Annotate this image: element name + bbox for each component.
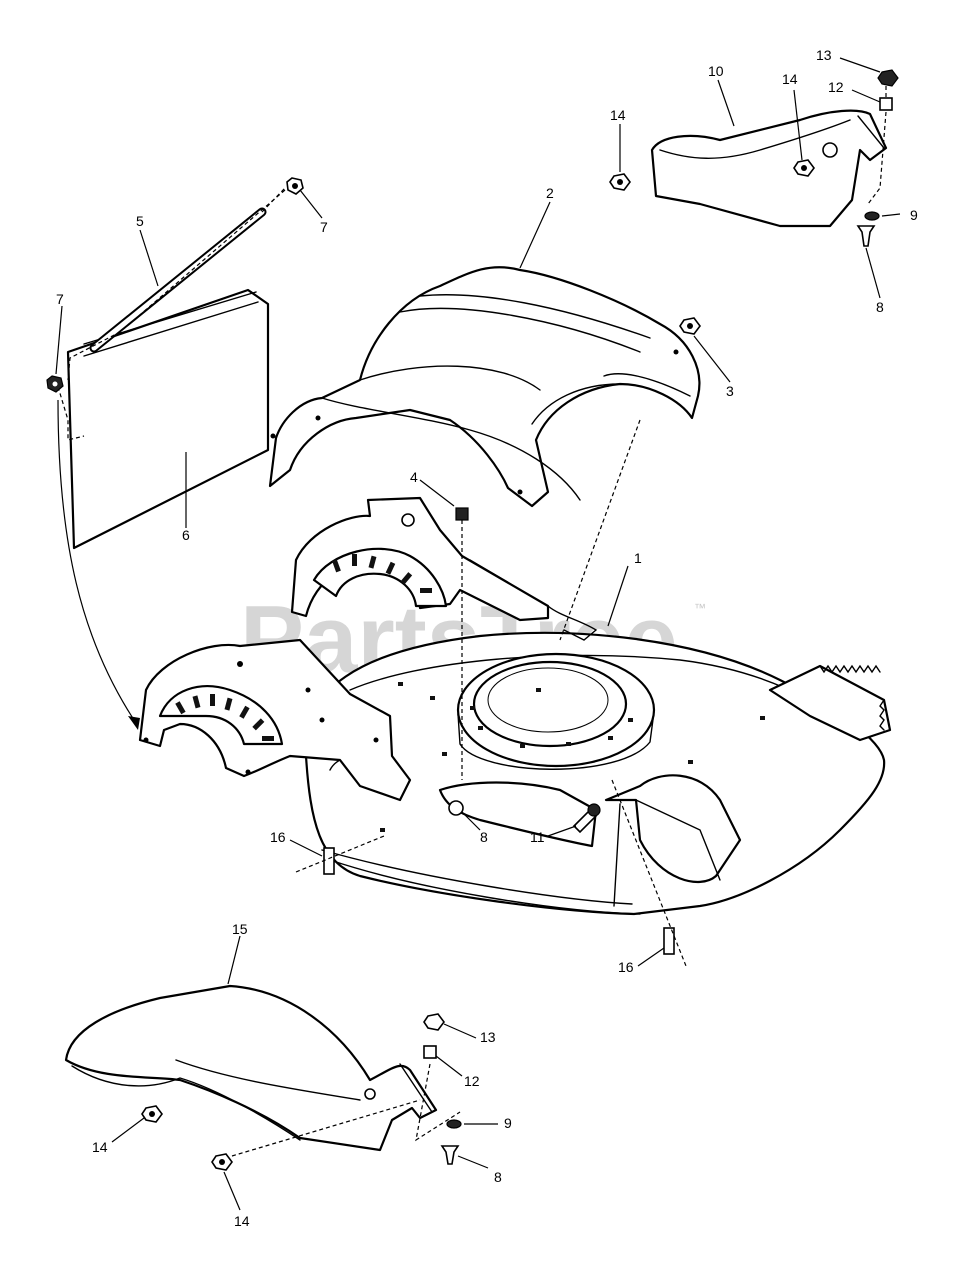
clip-16-right (611, 779, 687, 967)
assembly-arrow (57, 399, 139, 727)
callout-7-right: 7 (320, 219, 328, 235)
arrow-head (128, 716, 140, 730)
callout-8-lower: 8 (494, 1169, 502, 1185)
part-6-rear-flap (66, 288, 270, 550)
callout-13-upper: 13 (816, 47, 832, 63)
nut-7-right (286, 177, 304, 195)
nut-3 (679, 317, 701, 335)
callout-14-lower-left: 14 (92, 1139, 108, 1155)
callout-14-chute-inner: 14 (782, 71, 798, 87)
callout-11: 11 (530, 829, 545, 845)
height-adjust-bracket-upper (290, 496, 598, 641)
callout-9-lower: 9 (504, 1115, 512, 1131)
part-10-side-chute (650, 109, 888, 228)
callout-8-deck: 8 (480, 829, 488, 845)
callout-14-lower-bottom: 14 (234, 1213, 250, 1229)
callout-1: 1 (634, 550, 642, 566)
part-2-housing-cover (268, 266, 701, 508)
callout-15: 15 (232, 921, 248, 937)
trademark-symbol: ™ (694, 601, 706, 615)
callout-12-upper: 12 (828, 79, 844, 95)
callout-10: 10 (708, 63, 724, 79)
screw-4 (455, 507, 469, 780)
callout-7-left: 7 (56, 291, 64, 307)
bolt-11 (572, 803, 601, 834)
clip-16-left (295, 835, 385, 875)
callout-3: 3 (726, 383, 734, 399)
callout-4: 4 (410, 469, 418, 485)
callout-16-right: 16 (618, 959, 634, 975)
callout-14-chute-outer: 14 (610, 107, 626, 123)
nut-7-left (46, 375, 64, 393)
part-1-deck (304, 631, 892, 916)
leader-lines (55, 57, 901, 1211)
callout-9-upper: 9 (910, 207, 918, 223)
callout-12-lower: 12 (464, 1073, 480, 1089)
hardware-15-group (141, 1013, 462, 1171)
hardware-10-group (609, 69, 899, 247)
callout-13-lower: 13 (480, 1029, 496, 1045)
part-15-lower-chute (64, 984, 438, 1152)
callout-8-upper: 8 (876, 299, 884, 315)
part-5-rod (55, 187, 286, 441)
callouts: 1 2 3 4 5 6 7 7 8 8 8 9 9 10 11 12 12 13… (56, 47, 918, 1229)
callout-6: 6 (182, 527, 190, 543)
callout-2: 2 (546, 185, 554, 201)
callout-5: 5 (136, 213, 144, 229)
height-adjust-bracket-lower (138, 638, 412, 802)
callout-16-left: 16 (270, 829, 286, 845)
